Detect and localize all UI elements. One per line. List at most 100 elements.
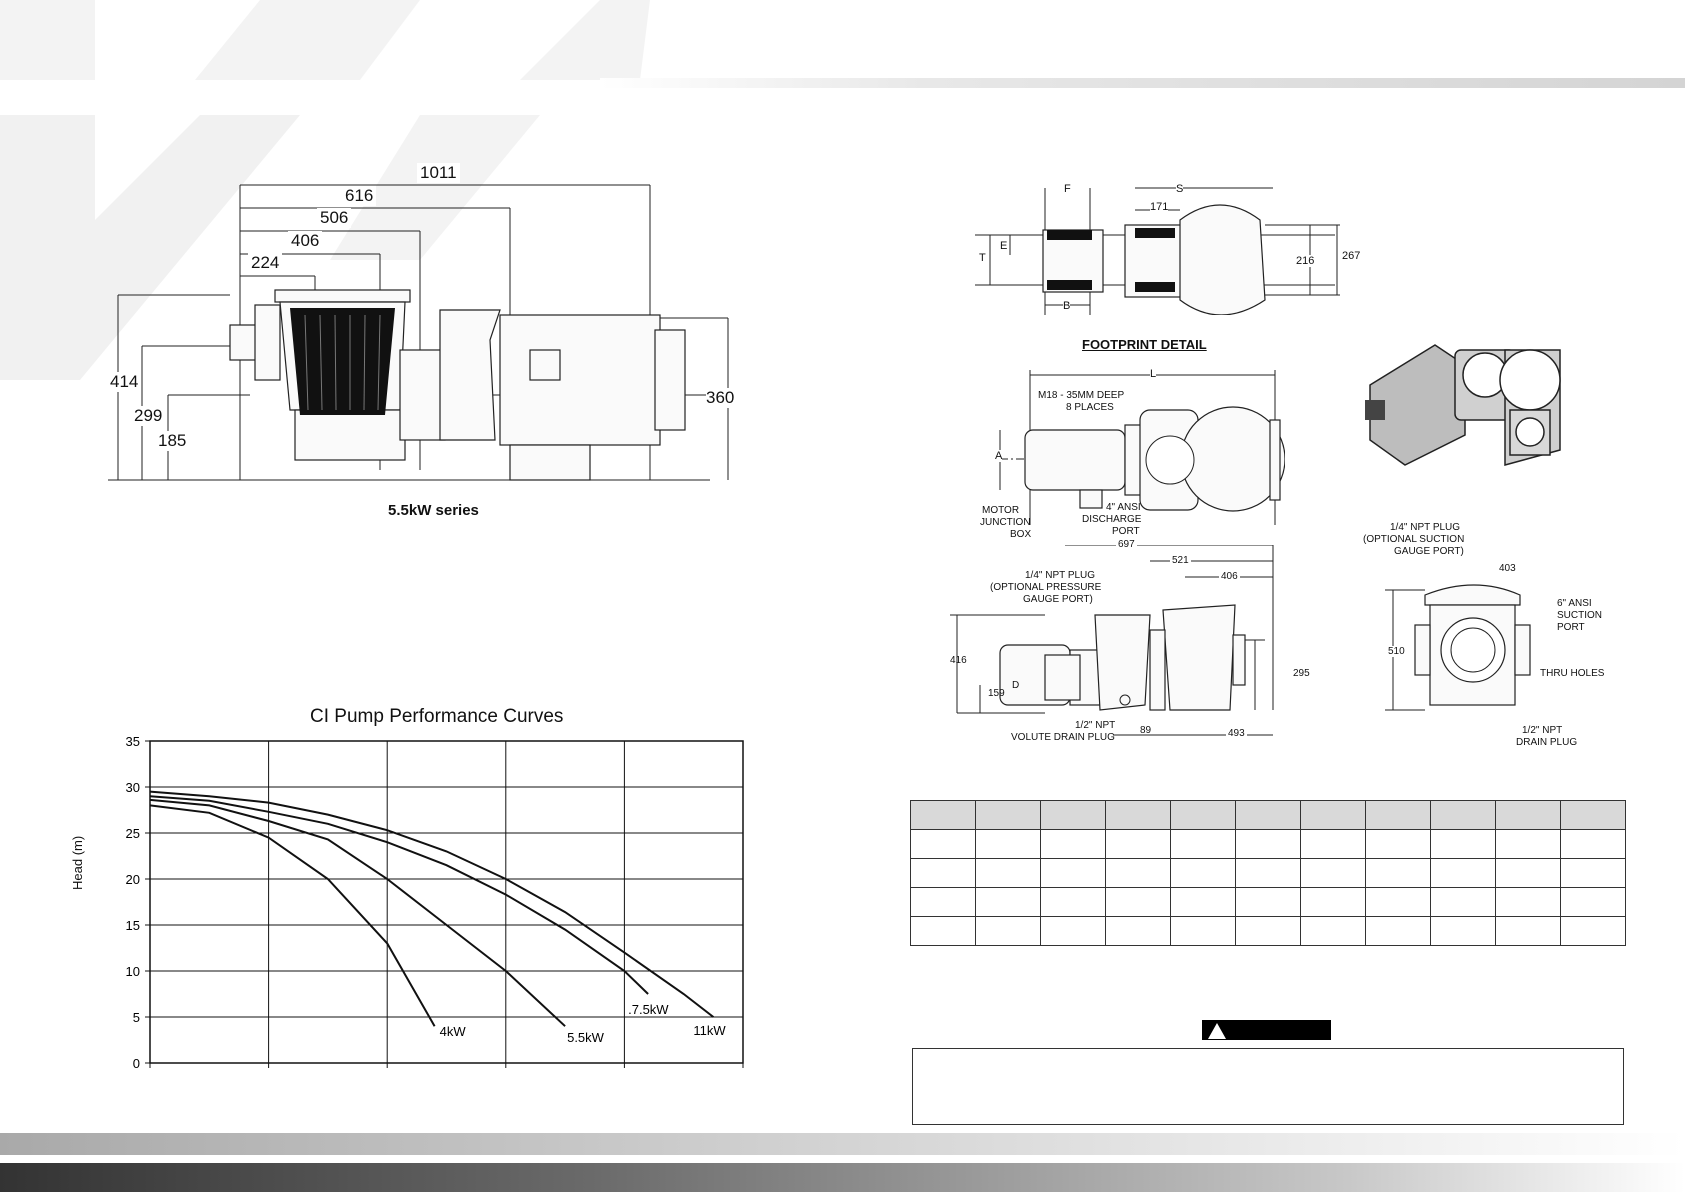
footprint-caption: FOOTPRINT DETAIL (1082, 337, 1207, 352)
footprint-dim-267: 267 (1342, 250, 1361, 262)
table-cell (1430, 916, 1496, 946)
table-cell (1560, 887, 1626, 917)
top-view-label-l: L (1150, 368, 1157, 380)
top-view-bolt-note-2: 8 PLACES (1066, 402, 1114, 413)
side-dim-89: 89 (1140, 725, 1152, 736)
spec-table (910, 800, 1626, 946)
dim-299: 299 (134, 406, 163, 426)
pump-elevation-drawing (108, 184, 729, 481)
drawing-caption: 5.5kW series (388, 502, 479, 519)
table-cell (910, 829, 976, 859)
pump-3d-illustration (1365, 344, 1561, 466)
table-cell (1300, 829, 1366, 859)
table-cell (1170, 800, 1236, 830)
end-dim-403: 403 (1499, 563, 1516, 574)
volute-drain-note-1: 1/2" NPT (1075, 720, 1116, 731)
table-row (910, 800, 1626, 830)
footprint-dim-171: 171 (1150, 201, 1169, 213)
y-tick-label: 15 (126, 918, 140, 933)
y-tick-label: 5 (133, 1010, 140, 1025)
y-tick-label: 25 (126, 826, 140, 841)
table-cell (1365, 829, 1431, 859)
side-dim-521: 521 (1170, 555, 1191, 566)
footprint-drawing (975, 187, 1340, 315)
end-drain-note-2: DRAIN PLUG (1516, 737, 1578, 748)
suction-plug-note-1: 1/4" NPT PLUG (1390, 522, 1461, 533)
y-tick-label: 0 (133, 1056, 140, 1071)
table-cell (1170, 887, 1236, 917)
pump-end-view (1385, 584, 1531, 711)
table-cell (1560, 800, 1626, 830)
watermark-logo (0, 0, 650, 380)
table-cell (910, 887, 976, 917)
table-cell (1300, 858, 1366, 888)
pump-top-view (999, 370, 1285, 525)
series-line (149, 798, 566, 1027)
footprint-label-b: B (1063, 300, 1071, 312)
dim-1011: 1011 (417, 163, 460, 183)
table-row (910, 858, 1626, 888)
footprint-label-s: S (1176, 183, 1184, 195)
table-cell (1105, 887, 1171, 917)
thru-holes-note: THRU HOLES (1540, 668, 1605, 679)
table-row (910, 887, 1626, 917)
table-cell (1300, 887, 1366, 917)
table-cell (1495, 800, 1561, 830)
table-cell (1495, 858, 1561, 888)
volute-drain-note-2: VOLUTE DRAIN PLUG (1011, 732, 1115, 743)
table-cell (1365, 800, 1431, 830)
footprint-dim-216: 216 (1296, 255, 1315, 267)
table-cell (1430, 887, 1496, 917)
table-cell (1430, 858, 1496, 888)
side-dim-295: 295 (1293, 668, 1310, 679)
table-cell (1040, 916, 1106, 946)
discharge-note-3: PORT (1112, 526, 1140, 537)
pump-side-view (950, 545, 1274, 736)
table-cell (1300, 800, 1366, 830)
discharge-note-2: DISCHARGE (1082, 514, 1142, 525)
side-dim-697: 697 (1116, 539, 1137, 550)
suction-port-note-3: PORT (1557, 622, 1585, 633)
series-line (149, 790, 715, 1018)
pressure-plug-note-1: 1/4" NPT PLUG (1025, 570, 1096, 581)
side-label-d: D (1012, 680, 1020, 691)
table-cell (1170, 829, 1236, 859)
warning-box (912, 1048, 1624, 1125)
suction-port-note-2: SUCTION (1557, 610, 1602, 621)
series-label: 11kW (693, 1023, 726, 1038)
table-cell (1560, 858, 1626, 888)
series-line (149, 795, 649, 995)
footer-band-dark (0, 1163, 1685, 1192)
table-cell (1105, 916, 1171, 946)
side-dim-406: 406 (1219, 571, 1240, 582)
dim-185: 185 (158, 431, 187, 451)
y-tick-label: 30 (126, 780, 140, 795)
end-dim-510: 510 (1388, 646, 1405, 657)
y-tick-label: 10 (126, 964, 140, 979)
chart-title: CI Pump Performance Curves (310, 706, 564, 727)
top-view-bolt-note-1: M18 - 35MM DEEP (1038, 390, 1125, 401)
series-line (149, 804, 436, 1027)
table-cell (1495, 829, 1561, 859)
table-cell (1430, 829, 1496, 859)
top-view-label-a: A (995, 450, 1003, 462)
table-cell (1235, 858, 1301, 888)
table-cell (1170, 858, 1236, 888)
side-dim-416: 416 (950, 655, 967, 666)
suction-port-note-1: 6" ANSI (1557, 598, 1592, 609)
dim-360: 360 (706, 388, 735, 408)
dim-616: 616 (342, 186, 377, 206)
table-row (910, 916, 1626, 946)
table-cell (975, 887, 1041, 917)
table-cell (1430, 800, 1496, 830)
motor-box-note-3: BOX (1010, 529, 1032, 540)
table-cell (1235, 800, 1301, 830)
table-cell (1235, 829, 1301, 859)
plot-area (149, 740, 744, 1064)
top-rule (600, 78, 1685, 88)
side-dim-159: 159 (988, 688, 1005, 699)
dim-506: 506 (317, 208, 352, 228)
table-cell (1495, 916, 1561, 946)
table-cell (1105, 858, 1171, 888)
